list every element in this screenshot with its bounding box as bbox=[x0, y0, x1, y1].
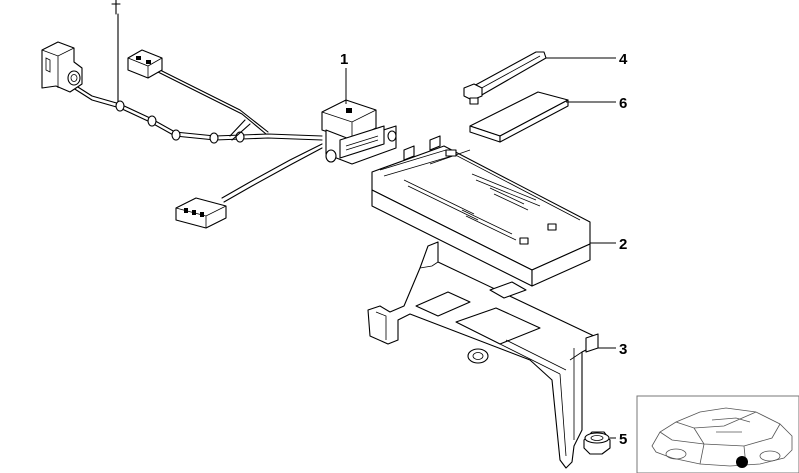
callout-2: 2 bbox=[619, 236, 627, 253]
callout-4: 4 bbox=[619, 51, 628, 68]
part-2-control-unit bbox=[371, 135, 591, 287]
vehicle-locator-thumbnail bbox=[636, 395, 799, 473]
wiring-harness bbox=[69, 0, 323, 203]
part-1-connector-module bbox=[321, 99, 397, 165]
location-marker-dot bbox=[736, 456, 748, 468]
harness-connector-lower bbox=[175, 197, 227, 229]
part-3-mounting-bracket bbox=[367, 241, 599, 469]
antenna-plug-connector bbox=[41, 41, 83, 93]
harness-connector-small bbox=[127, 49, 163, 79]
callout-1: 1 bbox=[340, 51, 348, 68]
callout-numbers: 1 4 6 2 3 5 bbox=[340, 51, 628, 448]
callout-3: 3 bbox=[619, 341, 627, 358]
callout-5: 5 bbox=[619, 431, 627, 448]
callout-6: 6 bbox=[619, 95, 627, 112]
leader-lines bbox=[345, 57, 616, 439]
part-4-cable-strap bbox=[463, 51, 547, 105]
part-6-adhesive-pad bbox=[469, 91, 569, 143]
part-5-clip bbox=[583, 431, 611, 455]
